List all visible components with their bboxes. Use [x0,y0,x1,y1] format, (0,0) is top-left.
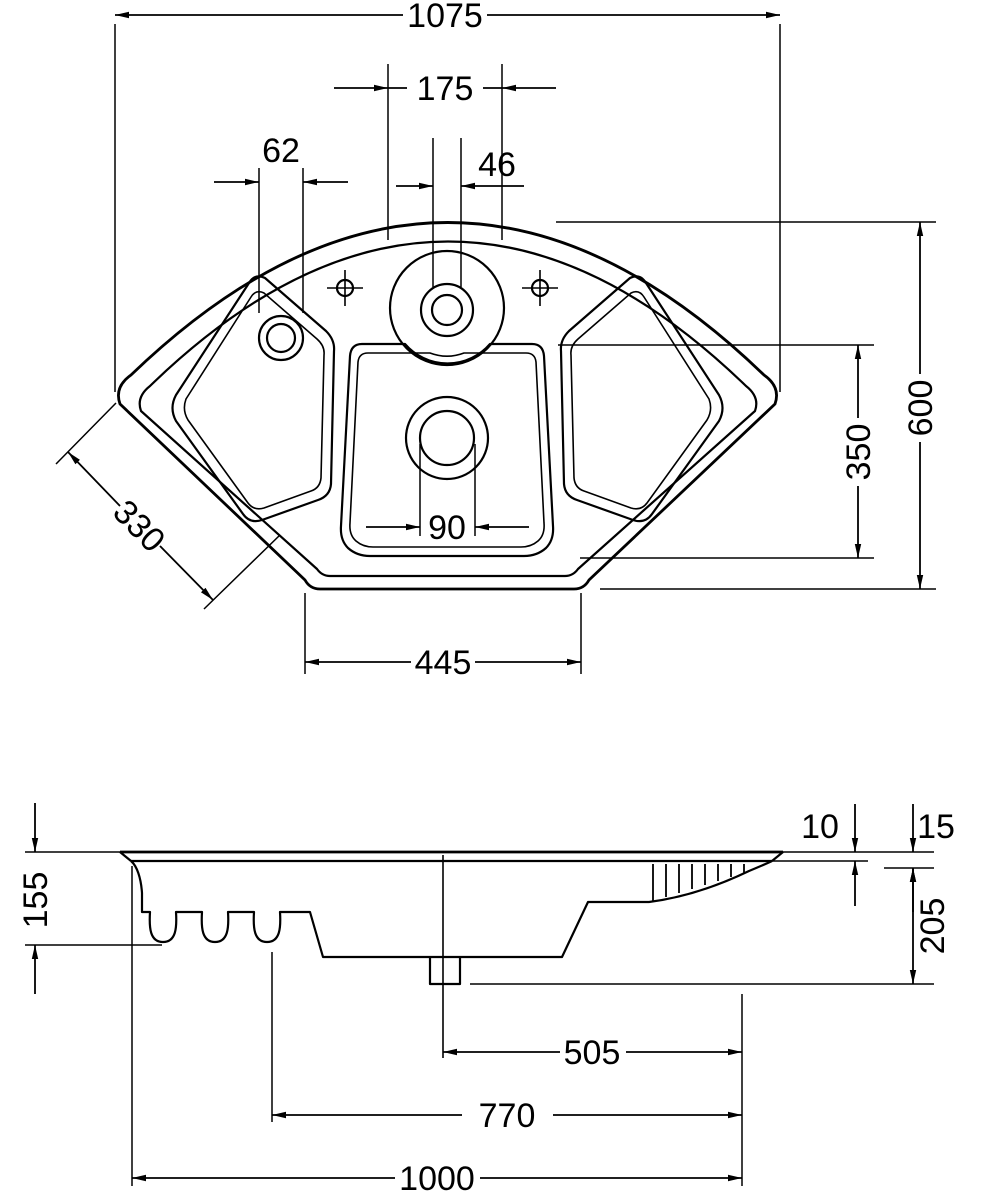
dim-label-body: 205 [914,898,952,955]
section-profile [130,860,773,959]
dim-depth: 600 [556,221,940,590]
dim-height-left: 155 [17,803,162,994]
tap-deck-circle [388,249,506,367]
sink-rim-inner [138,240,758,578]
drain-fitting [428,957,462,986]
dim-bowl-width: 445 [304,593,582,682]
overflow-hatch [652,864,745,901]
main-drain-outer [404,395,490,481]
dim-label-depth: 600 [902,380,940,437]
plan-dimensions: 1075 175 46 62 600 [55,0,940,682]
knockout-marker-left [327,270,363,306]
dim-label-underside: 770 [479,1097,536,1135]
dim-bowl-depth: 350 [558,344,878,559]
dim-label-tap-zone: 175 [417,70,474,108]
right-bowl-inner [570,290,712,510]
dim-drain: 90 [366,444,529,547]
sink-outline-outer [117,221,778,591]
center-bowl-outer [339,342,555,558]
dim-label-lip: 10 [801,808,839,846]
center-bowl-inner [349,352,545,548]
dim-label-length: 1000 [399,1160,475,1198]
dim-label-to-drain: 505 [564,1034,621,1072]
section-dimensions: 155 10 15 205 505 [17,803,955,1198]
dim-label-bowl-width: 445 [415,644,472,682]
plan-view [117,221,778,591]
dim-left-drain: 62 [214,132,348,313]
dim-label-rim: 15 [917,808,955,846]
section-view [119,850,784,1058]
left-drain-inner [265,322,297,354]
tap-hole-inner [430,293,464,327]
dim-to-drain: 505 [443,994,743,1186]
dim-rim: 15 [884,804,955,912]
left-bowl-inner [183,290,325,510]
dim-label-overall-width: 1075 [407,0,483,35]
right-bowl-outer [559,275,724,523]
main-drain-inner [418,409,476,467]
dim-underside: 770 [271,952,742,1135]
left-bowl-outer [171,275,336,523]
dim-label-left-drain: 62 [262,132,300,170]
dim-label-corner-width: 330 [105,493,172,560]
dim-label-tap-hole: 46 [478,146,516,184]
dim-lip: 10 [772,804,934,906]
dim-length: 1000 [131,866,742,1198]
dim-label-height-left: 155 [17,872,55,929]
dim-label-bowl-depth: 350 [840,424,878,481]
left-drain-outer [257,314,305,362]
dim-overall-width: 1075 [114,0,781,392]
rim-end-caps [119,851,784,862]
dim-tap-zone: 175 [334,64,556,240]
knockout-marker-right [522,270,558,306]
dim-tap-hole: 46 [396,138,524,287]
dim-body: 205 [470,868,952,985]
tap-hole-outer [419,282,475,338]
dim-label-drain: 90 [428,509,466,547]
